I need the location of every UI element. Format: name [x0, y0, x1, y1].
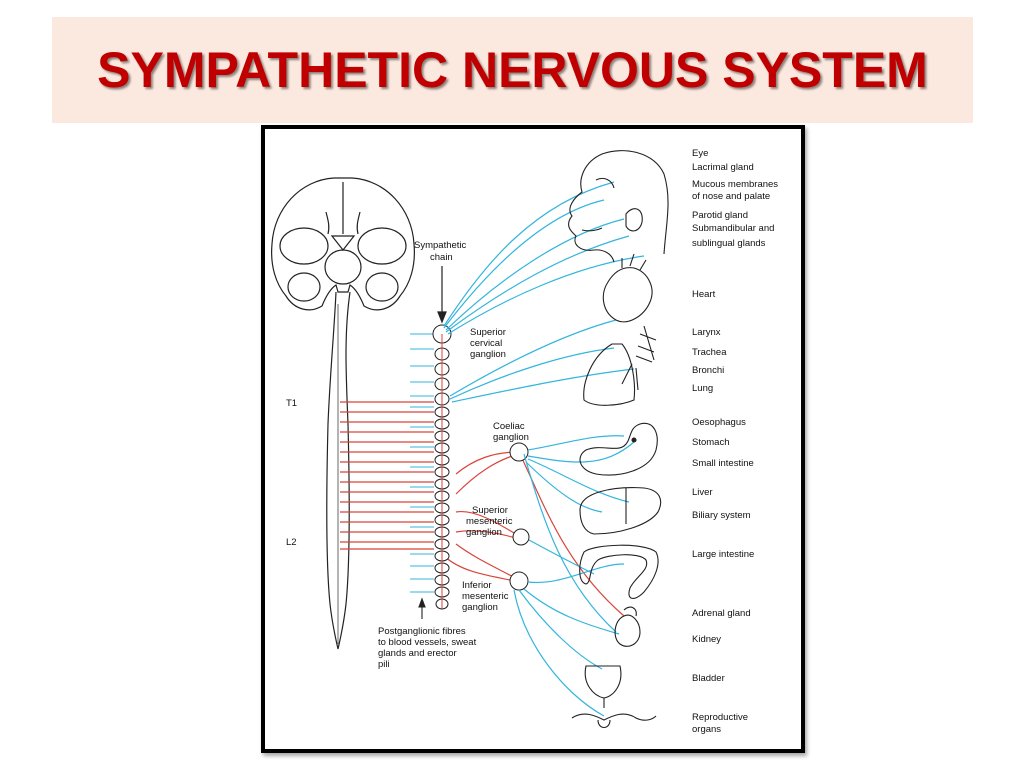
- postganglionic-arrow: [418, 597, 426, 619]
- stomach-illustration: [579, 422, 658, 476]
- sup-mesenteric-label-1: Superior: [472, 505, 508, 516]
- label-lacrimal: Lacrimal gland: [692, 162, 754, 173]
- prevertebral-ganglia: [509, 442, 530, 591]
- bladder-illustration: [584, 665, 622, 708]
- label-larynx: Larynx: [692, 327, 721, 338]
- label-small-intestine: Small intestine: [692, 458, 754, 469]
- label-oesophagus: Oesophagus: [692, 417, 746, 428]
- slide-title: SYMPATHETIC NERVOUS SYSTEM: [97, 42, 928, 98]
- label-reproductive-2: organs: [692, 724, 721, 735]
- superior-cervical-label-2: cervical: [470, 338, 502, 349]
- label-eye: Eye: [692, 148, 708, 159]
- coeliac-label-2: ganglion: [493, 432, 529, 443]
- organ-labels: Eye Lacrimal gland Mucous membranes of n…: [692, 148, 778, 735]
- head-illustration: [568, 150, 669, 263]
- label-biliary: Biliary system: [692, 510, 751, 521]
- postganglionic-note-2: to blood vessels, sweat: [378, 637, 477, 648]
- coeliac-label-1: Coeliac: [493, 421, 525, 432]
- inf-mesenteric-label-1: Inferior: [462, 580, 492, 591]
- label-mucous-2: of nose and palate: [692, 191, 770, 202]
- label-bronchi: Bronchi: [692, 365, 724, 376]
- level-t1: T1: [286, 398, 297, 409]
- lung-illustration: [583, 325, 657, 406]
- superior-cervical-label-3: ganglion: [470, 349, 506, 360]
- sympathetic-diagram: T1 L2: [271, 148, 778, 735]
- large-intestine-illustration: [579, 544, 659, 599]
- postganglionic-somatic: [410, 333, 434, 593]
- postganglionic-note-1: Postganglionic fibres: [378, 626, 466, 637]
- kidney-illustration: [614, 606, 641, 647]
- label-submandibular-1: Submandibular and: [692, 223, 774, 234]
- level-l2: L2: [286, 537, 297, 548]
- label-heart: Heart: [692, 289, 716, 300]
- postganglionic-note-3: glands and erector: [378, 648, 457, 659]
- title-banner: SYMPATHETIC NERVOUS SYSTEM: [52, 17, 973, 123]
- label-stomach: Stomach: [692, 437, 730, 448]
- label-adrenal: Adrenal gland: [692, 608, 751, 619]
- postganglionic-note-4: pili: [378, 659, 390, 670]
- postganglionic-visceral: [443, 181, 645, 717]
- chain-arrow: [437, 266, 447, 324]
- label-reproductive-1: Reproductive: [692, 712, 748, 723]
- sup-mesenteric-label-2: mesenteric: [466, 516, 513, 527]
- diagram-frame: T1 L2: [261, 125, 805, 753]
- label-parotid: Parotid gland: [692, 210, 748, 221]
- sup-mesenteric-label-3: ganglion: [466, 527, 502, 538]
- label-bladder: Bladder: [692, 673, 725, 684]
- label-mucous-1: Mucous membranes: [692, 179, 778, 190]
- reproductive-illustration: [571, 713, 657, 729]
- label-lung: Lung: [692, 383, 713, 394]
- chain-label-2: chain: [430, 252, 453, 263]
- superior-cervical-label-1: Superior: [470, 327, 506, 338]
- inf-mesenteric-label-2: mesenteric: [462, 591, 509, 602]
- brain-illustration: [271, 177, 415, 311]
- liver-illustration: [579, 487, 662, 535]
- label-submandibular-2: sublingual glands: [692, 238, 766, 249]
- label-trachea: Trachea: [692, 347, 727, 358]
- spinal-cord: [326, 291, 351, 650]
- chain-label-1: Sympathetic: [414, 240, 467, 251]
- label-liver: Liver: [692, 487, 713, 498]
- heart-illustration: [602, 253, 653, 323]
- label-large-intestine: Large intestine: [692, 549, 754, 560]
- inf-mesenteric-label-3: ganglion: [462, 602, 498, 613]
- label-kidney: Kidney: [692, 634, 721, 645]
